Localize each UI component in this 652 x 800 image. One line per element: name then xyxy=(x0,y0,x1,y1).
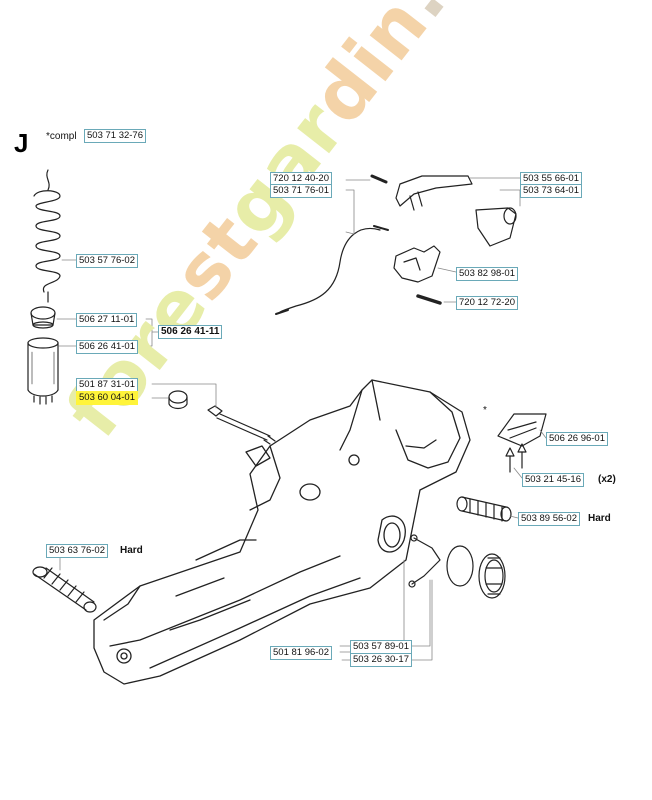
trigger-lockout-drawing xyxy=(393,245,441,283)
av-buffer-left-drawing xyxy=(32,566,97,613)
spring-drawing xyxy=(33,169,61,303)
filter-cap-drawing xyxy=(30,306,56,329)
part-cap-c[interactable]: 503 26 30-17 xyxy=(350,653,412,667)
part-cable-b[interactable]: 503 71 76-01 xyxy=(270,184,332,198)
part-filter-a[interactable]: 506 27 11-01 xyxy=(76,313,138,327)
trigger-drawing xyxy=(395,175,473,211)
grommet-drawing xyxy=(168,390,188,410)
part-p2-highlighted[interactable]: 503 60 04-01 xyxy=(76,391,138,405)
part-av-right[interactable]: 503 89 56-02 xyxy=(518,512,580,526)
part-trigger-b[interactable]: 503 73 64-01 xyxy=(520,184,582,198)
part-p1[interactable]: 501 87 31-01 xyxy=(76,378,138,392)
part-spring[interactable]: 503 57 76-02 xyxy=(76,254,138,268)
pin-drawing xyxy=(416,294,442,305)
screw-qty: (x2) xyxy=(598,474,616,485)
part-plate[interactable]: 506 26 96-01 xyxy=(546,432,608,446)
part-trigger-a[interactable]: 503 55 66-01 xyxy=(520,172,582,186)
compl-label: *compl xyxy=(46,131,77,142)
av-right-hard: Hard xyxy=(588,513,611,524)
trigger-spring-drawing xyxy=(475,207,517,247)
leader-lines xyxy=(56,177,547,661)
part-screw[interactable]: 503 21 45-16 xyxy=(522,473,584,487)
part-compl[interactable]: 503 71 32-76 xyxy=(84,129,146,143)
part-cap-a[interactable]: 501 81 96-02 xyxy=(270,646,332,660)
tank-housing-drawing xyxy=(93,379,471,685)
part-av-left[interactable]: 503 63 76-02 xyxy=(46,544,108,558)
part-filter-b[interactable]: 506 26 41-01 xyxy=(76,340,138,354)
part-kit[interactable]: 506 26 41-11 xyxy=(158,325,223,339)
part-lockout[interactable]: 503 82 98-01 xyxy=(456,267,518,281)
part-cap-b[interactable]: 503 57 89-01 xyxy=(350,640,412,654)
bolt-drawing xyxy=(207,405,276,445)
asterisk-marker: * xyxy=(483,405,487,416)
fuel-cap-drawing xyxy=(478,553,506,599)
part-pin[interactable]: 720 12 72-20 xyxy=(456,296,518,310)
cap-strap-drawing xyxy=(408,534,441,588)
screws-drawing xyxy=(505,443,527,473)
av-buffer-right-drawing xyxy=(456,496,512,522)
section-letter: J xyxy=(14,128,29,158)
fuel-filter-drawing xyxy=(27,337,59,405)
o-ring-drawing xyxy=(446,545,474,587)
av-left-hard: Hard xyxy=(120,545,143,556)
handle-plate-drawing xyxy=(497,413,547,447)
throttle-cable-drawing xyxy=(275,174,389,315)
